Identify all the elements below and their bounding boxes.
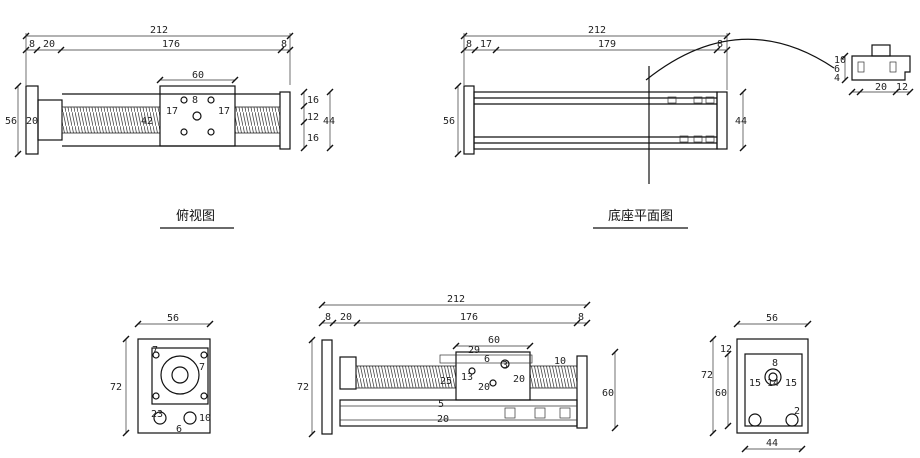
- dim-detail-10: 10: [834, 55, 846, 66]
- dim-inner-20: 20: [26, 116, 38, 127]
- dim-side-seg-176: 176: [460, 312, 478, 323]
- dim-right-16b: 16: [307, 133, 319, 144]
- dim-base-seg-17: 17: [480, 39, 492, 50]
- dim-side-height-60: 60: [602, 388, 614, 399]
- dim-right-15b: 15: [785, 378, 797, 389]
- dim-right-12: 12: [720, 344, 732, 355]
- caption-base-plan: 底座平面图: [608, 208, 673, 224]
- top-view: 212 8 20 176 8 60 17 17 8 42 56: [5, 25, 335, 229]
- dim-side-5: 5: [438, 399, 444, 410]
- dim-base-end-left: 8: [466, 39, 472, 50]
- dim-seg-176: 176: [162, 39, 180, 50]
- dim-side-6: 6: [484, 354, 490, 365]
- dim-detail-20: 20: [875, 82, 887, 93]
- dim-hole-17a: 17: [166, 106, 178, 117]
- dim-height-44: 44: [323, 116, 335, 127]
- dim-left-7a: 7: [152, 345, 158, 356]
- dim-base-end-right: 8: [717, 39, 723, 50]
- dim-carriage-60: 60: [192, 70, 204, 81]
- dim-side-3: 3: [502, 360, 508, 371]
- profile-detail: 10 6 4 20 12: [834, 44, 914, 96]
- dim-side-seg-20: 20: [340, 312, 352, 323]
- caption-top-view: 俯视图: [176, 208, 215, 224]
- dim-side-height-72: 72: [297, 382, 309, 393]
- dim-detail-12: 12: [896, 82, 908, 93]
- dim-detail-6: 6: [834, 64, 840, 75]
- dim-end-left: 8: [29, 39, 35, 50]
- dim-right-8: 8: [772, 358, 778, 369]
- dim-left-width-56: 56: [167, 313, 179, 324]
- dim-overall: 212: [150, 25, 168, 36]
- dim-side-carriage-60: 60: [488, 335, 500, 346]
- dim-left-23: 23: [151, 409, 163, 420]
- dim-side-20c: 20: [437, 414, 449, 425]
- dim-right-12: 12: [307, 112, 319, 123]
- dim-hole-8: 8: [192, 95, 198, 106]
- dim-left-height-72: 72: [110, 382, 122, 393]
- dim-side-29: 29: [468, 345, 480, 356]
- dim-side-20a: 20: [513, 374, 525, 385]
- dim-right-16a: 16: [307, 95, 319, 106]
- dim-end-right: 8: [281, 39, 287, 50]
- dim-base-height-56: 56: [443, 116, 455, 127]
- dim-left-7b: 7: [199, 362, 205, 373]
- dim-right-14: 14: [767, 378, 779, 389]
- base-plan-view: 212 8 17 179 8 56 44: [443, 25, 914, 229]
- dim-left-6: 6: [176, 424, 182, 435]
- dim-right-width-44: 44: [766, 438, 778, 449]
- dim-left-10: 10: [199, 413, 211, 424]
- side-view: 212 8 20 176 8 29 6 25 13 3 20 20 5 20 1…: [297, 294, 619, 438]
- dim-seg-20: 20: [43, 39, 55, 50]
- dim-height-56: 56: [5, 116, 17, 127]
- dim-side-end-left: 8: [325, 312, 331, 323]
- dim-right-height-60: 60: [715, 388, 727, 399]
- dim-right-width-56: 56: [766, 313, 778, 324]
- dim-hole-17b: 17: [218, 106, 230, 117]
- right-end-view: 56 12 15 14 15 8 2 72 60 44: [701, 313, 812, 453]
- dim-side-25: 25: [440, 376, 452, 387]
- dim-side-end-right: 8: [578, 312, 584, 323]
- dim-right-15a: 15: [749, 378, 761, 389]
- dim-side-overall: 212: [447, 294, 465, 305]
- dim-right-2: 2: [794, 406, 800, 417]
- dim-side-13: 13: [461, 372, 473, 383]
- dim-side-10: 10: [554, 356, 566, 367]
- dim-base-height-44: 44: [735, 116, 747, 127]
- left-end-view: 56 7 7 23 6 10 72: [110, 313, 214, 437]
- dim-base-overall: 212: [588, 25, 606, 36]
- dim-detail-4: 4: [834, 73, 840, 84]
- dim-base-seg-179: 179: [598, 39, 616, 50]
- dim-right-height-72: 72: [701, 370, 713, 381]
- dim-side-20b: 20: [478, 382, 490, 393]
- dim-hole-42: 42: [141, 116, 153, 127]
